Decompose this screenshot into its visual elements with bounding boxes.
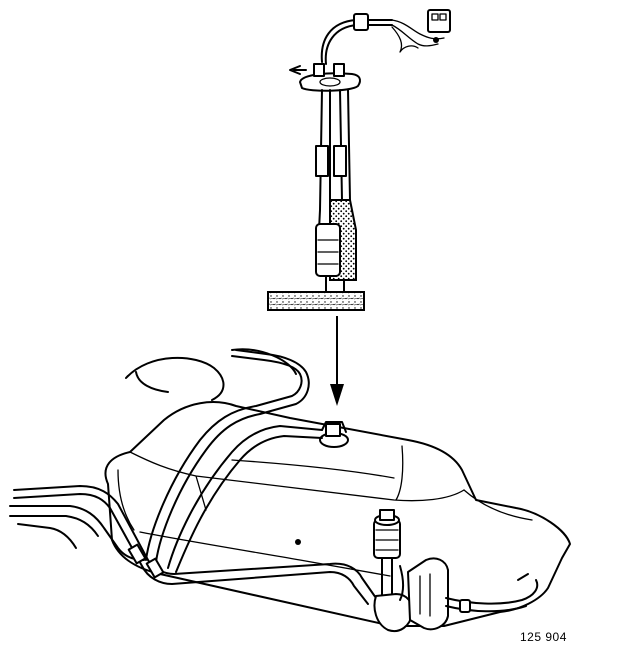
insertion-arrow [330,316,344,406]
fuel-pump-assembly [373,509,539,632]
fuel-tank [9,348,571,632]
wiring-connector [320,9,451,65]
fuel-gauge-sender-unit [267,9,451,311]
float-plate [267,291,365,311]
figure-reference-number: 125 904 [520,630,567,644]
filter-sock [315,199,357,295]
sender-tubes [315,89,351,251]
mounting-flange [289,63,361,92]
